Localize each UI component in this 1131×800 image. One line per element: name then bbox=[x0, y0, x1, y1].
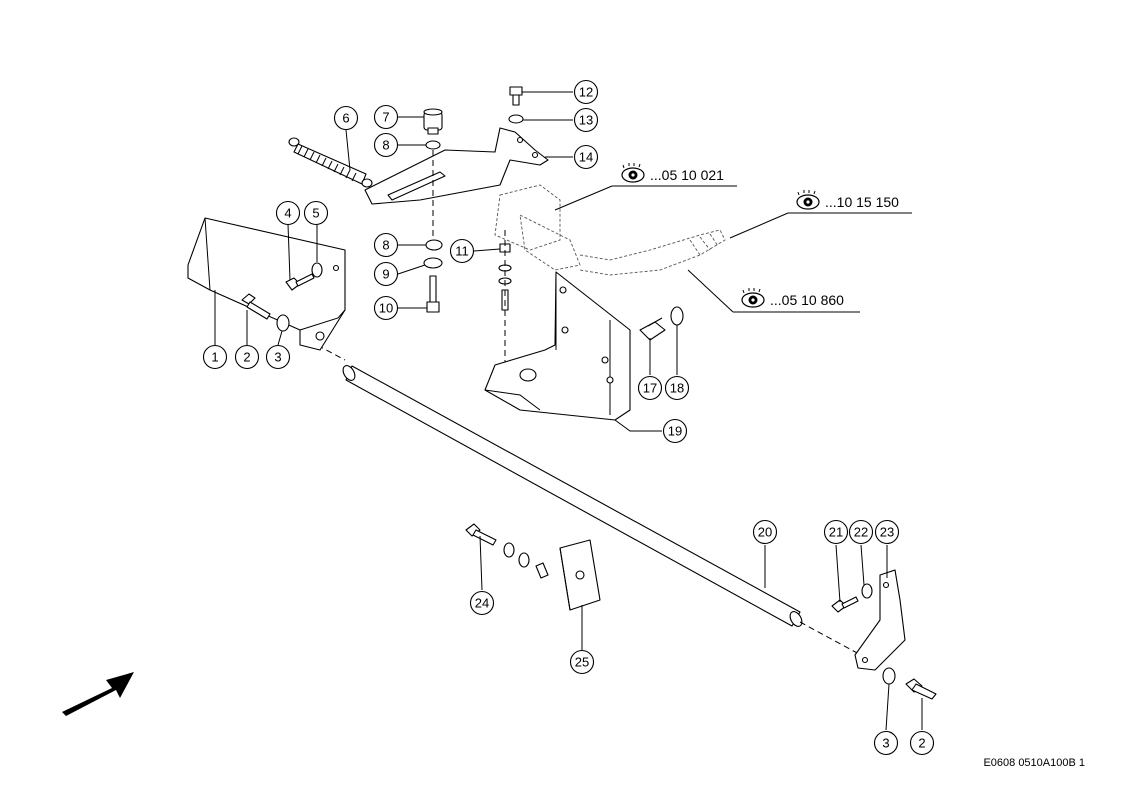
washer-18 bbox=[670, 306, 684, 326]
parts-drawing bbox=[62, 86, 937, 716]
reference-1: ...05 10 021 bbox=[621, 163, 724, 183]
right-bracket bbox=[854, 569, 906, 671]
callout-number: 1 bbox=[211, 350, 218, 365]
reference-label: ...10 15 150 bbox=[825, 194, 899, 210]
callout-number: 3 bbox=[274, 350, 281, 365]
bolt-12 bbox=[509, 86, 523, 106]
callout-22: 22 bbox=[848, 519, 874, 545]
callout-number: 6 bbox=[342, 111, 349, 126]
callout-number: 13 bbox=[579, 113, 593, 128]
callout-6: 6 bbox=[333, 105, 359, 131]
callout-number: 24 bbox=[475, 596, 489, 611]
callout-number: 2 bbox=[918, 736, 925, 751]
callout-19: 19 bbox=[662, 418, 688, 444]
callout-20: 20 bbox=[752, 519, 778, 545]
callout-21: 21 bbox=[823, 519, 849, 545]
bolt-4 bbox=[285, 273, 315, 291]
nut-11-stack bbox=[498, 230, 512, 375]
callout-23: 23 bbox=[874, 519, 900, 545]
callout-4: 4 bbox=[275, 200, 301, 226]
callout-number: 4 bbox=[284, 206, 291, 221]
callout-8-top: 8 bbox=[373, 132, 399, 158]
washer-22 bbox=[861, 583, 873, 599]
callout-number: 8 bbox=[382, 138, 389, 153]
washer-8-top bbox=[425, 140, 441, 150]
callout-12: 12 bbox=[573, 79, 599, 105]
callout-number: 10 bbox=[379, 301, 393, 316]
direction-arrow bbox=[62, 672, 134, 716]
buffer bbox=[423, 108, 443, 135]
callout-number: 20 bbox=[758, 525, 772, 540]
washer-right bbox=[882, 667, 896, 685]
callout-number: 18 bbox=[670, 381, 684, 396]
leader-lines bbox=[214, 91, 923, 731]
drawing-code: E0608 0510A100B 1 bbox=[983, 757, 1085, 769]
callout-8-bottom: 8 bbox=[373, 232, 399, 258]
bolt-24-stack bbox=[465, 523, 549, 579]
callout-number: 7 bbox=[382, 110, 389, 125]
callout-9: 9 bbox=[373, 261, 399, 287]
callout-number: 11 bbox=[455, 244, 469, 259]
reference-label: ...05 10 860 bbox=[770, 292, 844, 308]
callouts: 1 2 3 4 5 6 7 8 8 9 10 11 12 13 14 17 18… bbox=[202, 79, 935, 756]
callout-number: 3 bbox=[882, 736, 889, 751]
callout-number: 12 bbox=[579, 85, 593, 100]
callout-11: 11 bbox=[449, 238, 475, 264]
washer-8-bottom bbox=[425, 239, 443, 251]
callout-number: 17 bbox=[643, 381, 657, 396]
callout-3: 3 bbox=[265, 344, 291, 370]
callout-number: 21 bbox=[829, 525, 843, 540]
left-bracket bbox=[187, 217, 346, 351]
washer-5 bbox=[311, 262, 323, 278]
eye-icon bbox=[741, 288, 765, 308]
bolt-right bbox=[905, 678, 937, 700]
callout-1: 1 bbox=[202, 344, 228, 370]
block-25 bbox=[559, 539, 601, 611]
callout-10: 10 bbox=[373, 295, 399, 321]
bolt-21 bbox=[831, 596, 859, 613]
callout-14: 14 bbox=[573, 144, 599, 170]
washer-13 bbox=[508, 114, 524, 124]
callout-24: 24 bbox=[469, 590, 495, 616]
callout-number: 9 bbox=[382, 267, 389, 282]
cable-ghost bbox=[494, 184, 726, 276]
bolt-10 bbox=[426, 275, 440, 313]
shaft bbox=[299, 335, 871, 661]
bolt-17 bbox=[639, 317, 666, 341]
washer-left bbox=[276, 314, 290, 332]
callout-25: 25 bbox=[569, 649, 595, 675]
callout-number: 8 bbox=[382, 238, 389, 253]
reference-labels: ...05 10 021 ...10 15 150 ...05 10 860 bbox=[621, 163, 899, 308]
mounting-bracket bbox=[484, 271, 631, 421]
callout-number: 23 bbox=[880, 525, 894, 540]
washer-9 bbox=[423, 257, 443, 269]
reference-3: ...05 10 860 bbox=[741, 288, 844, 308]
callout-number: 14 bbox=[579, 150, 593, 165]
callout-2-right: 2 bbox=[909, 730, 935, 756]
bolt-left bbox=[241, 293, 271, 320]
eye-icon bbox=[621, 163, 645, 183]
callout-number: 22 bbox=[854, 525, 868, 540]
callout-7: 7 bbox=[373, 104, 399, 130]
callout-number: 5 bbox=[312, 206, 319, 221]
spring bbox=[288, 137, 373, 188]
lever-plate bbox=[364, 127, 549, 205]
callout-number: 2 bbox=[243, 350, 250, 365]
callout-13: 13 bbox=[573, 107, 599, 133]
callout-18: 18 bbox=[664, 375, 690, 401]
callout-3-right: 3 bbox=[873, 730, 899, 756]
reference-label: ...05 10 021 bbox=[650, 167, 724, 183]
callout-5: 5 bbox=[303, 200, 329, 226]
reference-2: ...10 15 150 bbox=[796, 190, 899, 210]
eye-icon bbox=[796, 190, 820, 210]
callout-2: 2 bbox=[234, 344, 260, 370]
callout-number: 25 bbox=[575, 655, 589, 670]
callout-17: 17 bbox=[637, 375, 663, 401]
callout-number: 19 bbox=[668, 424, 682, 439]
